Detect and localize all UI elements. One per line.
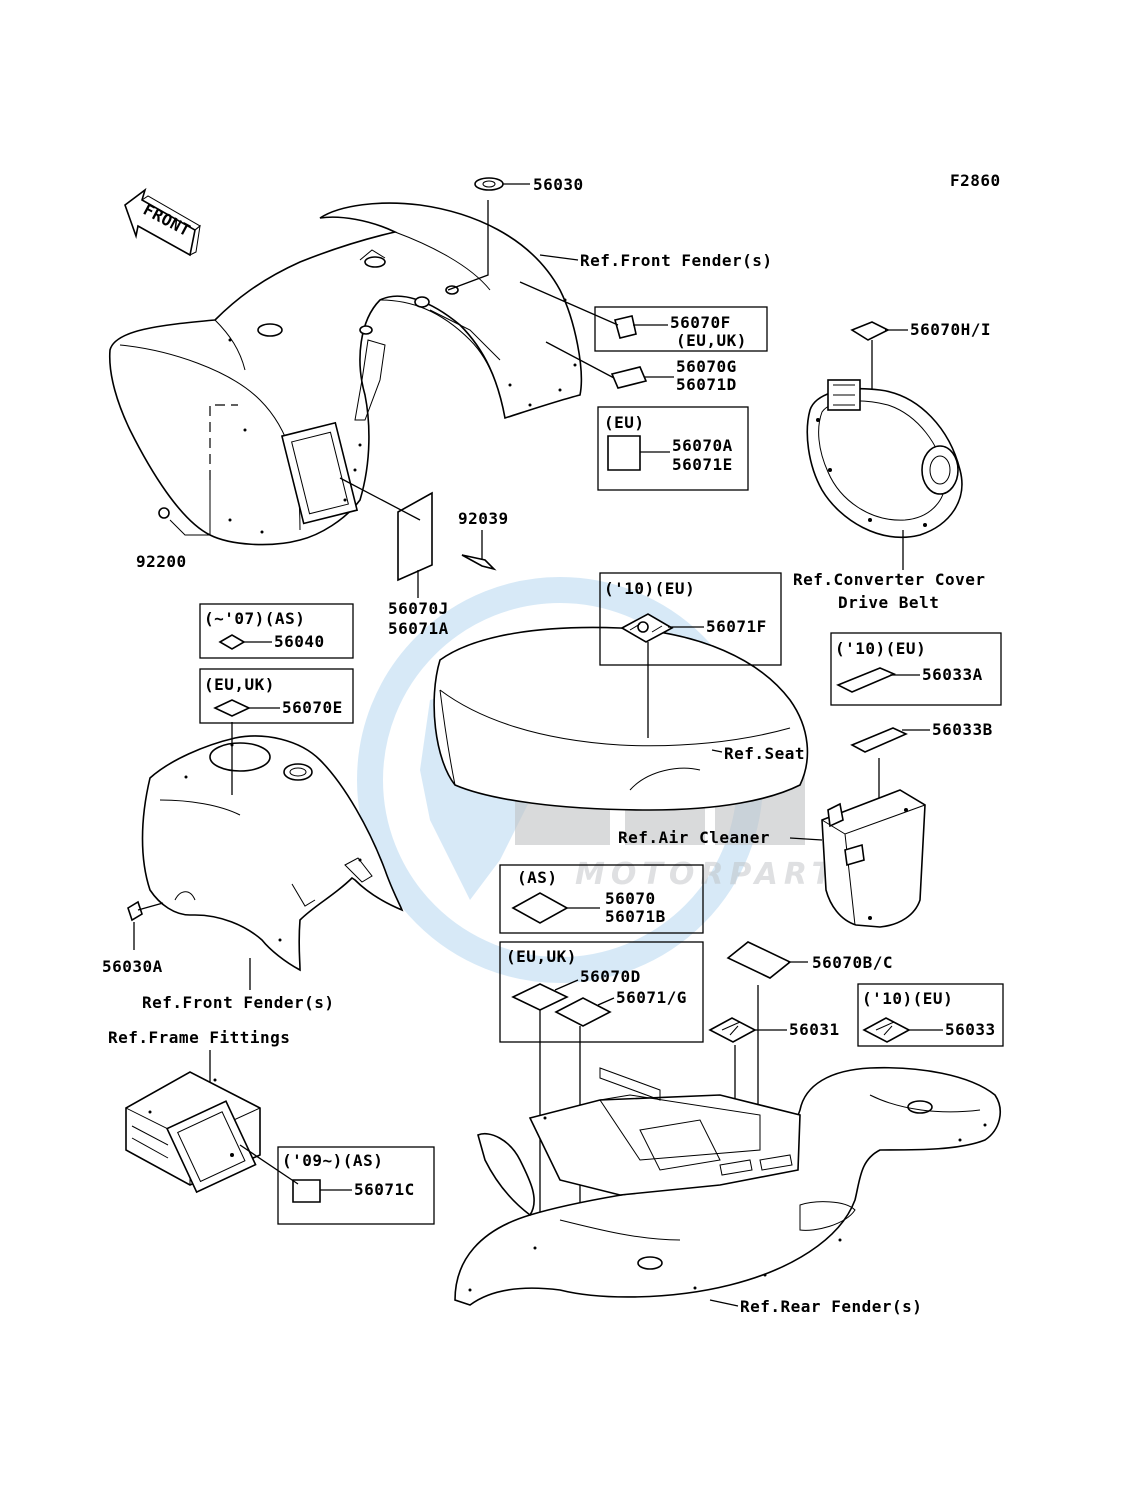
part-number-56031: 56031 [789, 1020, 840, 1039]
ref-front-fender-top: Ref.Front Fender(s) [580, 251, 773, 270]
part-56070D: (EU,UK) 56070D 56071/G [499, 941, 704, 1225]
part-number-56071A: 56071A [388, 619, 449, 638]
part-number-56071E: 56071E [672, 455, 733, 474]
part-56070E: (EU,UK) 56070E [199, 668, 354, 724]
air-cleaner-drawing [821, 789, 926, 928]
part-box-56070E [199, 668, 354, 724]
part-box-note-07: (~'07)(AS) [204, 609, 305, 628]
part-number-56070G: 56070G [676, 357, 737, 376]
part-box-note-10eu-air: ('10)(EU) [835, 639, 926, 658]
seat-drawing [433, 626, 809, 811]
part-92200: 92200 [136, 404, 238, 571]
part-56070A: (EU) 56070A 56071E [597, 406, 749, 491]
part-number-92200: 92200 [136, 552, 187, 571]
watermark-subtext: MOTORPARTS [575, 857, 866, 892]
part-number-56070E: 56070E [282, 698, 343, 717]
part-note-56070F: (EU,UK) [676, 331, 747, 350]
part-box-note-09: ('09~)(AS) [282, 1151, 383, 1170]
front-arrow-icon: FRONT [124, 187, 201, 257]
part-56070G: 56070G 56071D [545, 341, 737, 394]
frame-fittings-drawing [125, 1071, 261, 1194]
part-box-56071C [277, 1146, 435, 1225]
part-number-56070J: 56070J [388, 599, 449, 618]
ref-frame-fittings: Ref.Frame Fittings [108, 1028, 290, 1047]
part-56030: 56030 [447, 175, 584, 291]
part-box-56070A [597, 406, 749, 491]
ref-rear-fender: Ref.Rear Fender(s) [740, 1297, 922, 1316]
front-fender-top-drawing [108, 202, 583, 546]
part-56070J: 56070J 56071A [339, 477, 449, 638]
part-number-56040: 56040 [274, 632, 325, 651]
part-box-56033 [857, 983, 1004, 1047]
part-number-56071F: 56071F [706, 617, 767, 636]
ref-converter-cover: Ref.Converter Cover [793, 570, 986, 589]
part-box-56070D [499, 941, 704, 1043]
part-box-note-10eu-seat: ('10)(EU) [604, 579, 695, 598]
part-box-56040 [199, 603, 354, 659]
part-number-56070BC: 56070B/C [812, 953, 893, 972]
part-number-56033: 56033 [945, 1020, 996, 1039]
part-number-56071B: 56071B [605, 907, 666, 926]
part-56071C: ('09~)(AS) 56071C [239, 1144, 435, 1225]
part-box-56033A [830, 632, 1002, 706]
part-number-56070D: 56070D [580, 967, 641, 986]
part-box-note-10eu-rear: ('10)(EU) [862, 989, 953, 1008]
part-number-56070HI: 56070H/I [910, 320, 991, 339]
part-box-note-euuk2: (EU,UK) [506, 947, 577, 966]
part-56070BC: 56070B/C [726, 941, 893, 1115]
part-number-56070A: 56070A [672, 436, 733, 455]
part-56033: ('10)(EU) 56033 [857, 983, 1004, 1047]
converter-cover-drawing [806, 379, 963, 570]
part-56030A: 56030A [102, 900, 164, 976]
part-number-56030: 56030 [533, 175, 584, 194]
part-56031: 56031 [708, 1017, 840, 1112]
front-fender-bottom-drawing [141, 735, 404, 972]
part-box-56070F [594, 306, 768, 352]
ref-drive-belt: Drive Belt [838, 593, 939, 612]
ref-seat: Ref.Seat [724, 744, 805, 763]
part-number-56071C: 56071C [354, 1180, 415, 1199]
part-number-56033A: 56033A [922, 665, 983, 684]
rear-fender-drawing [454, 1066, 1001, 1306]
part-box-56070 [499, 864, 704, 934]
part-box-56071F [599, 572, 782, 666]
part-number-56070: 56070 [605, 889, 656, 908]
part-92039: 92039 [458, 509, 509, 571]
part-number-56071D: 56071D [676, 375, 737, 394]
part-number-56070F: 56070F [670, 313, 731, 332]
part-56070: (AS) 56070 56071B [499, 864, 704, 934]
part-box-note-as: (AS) [517, 868, 558, 887]
part-56070F: 56070F (EU,UK) [519, 281, 768, 352]
part-box-note-euuk: (EU,UK) [204, 675, 275, 694]
part-box-note-eu: (EU) [604, 413, 645, 432]
part-number-56030A: 56030A [102, 957, 163, 976]
figure-code: F2860 [950, 171, 1001, 190]
part-56071F: ('10)(EU) 56071F [599, 572, 782, 738]
part-56040: (~'07)(AS) 56040 [199, 603, 354, 659]
part-56033A: ('10)(EU) 56033A [830, 632, 1002, 706]
ref-air-cleaner: Ref.Air Cleaner [618, 828, 770, 847]
part-56033B: 56033B [850, 720, 993, 822]
part-number-56033B: 56033B [932, 720, 993, 739]
ref-front-fender-bottom: Ref.Front Fender(s) [142, 993, 335, 1012]
part-number-92039: 92039 [458, 509, 509, 528]
part-number-56071G: 56071/G [616, 988, 687, 1007]
